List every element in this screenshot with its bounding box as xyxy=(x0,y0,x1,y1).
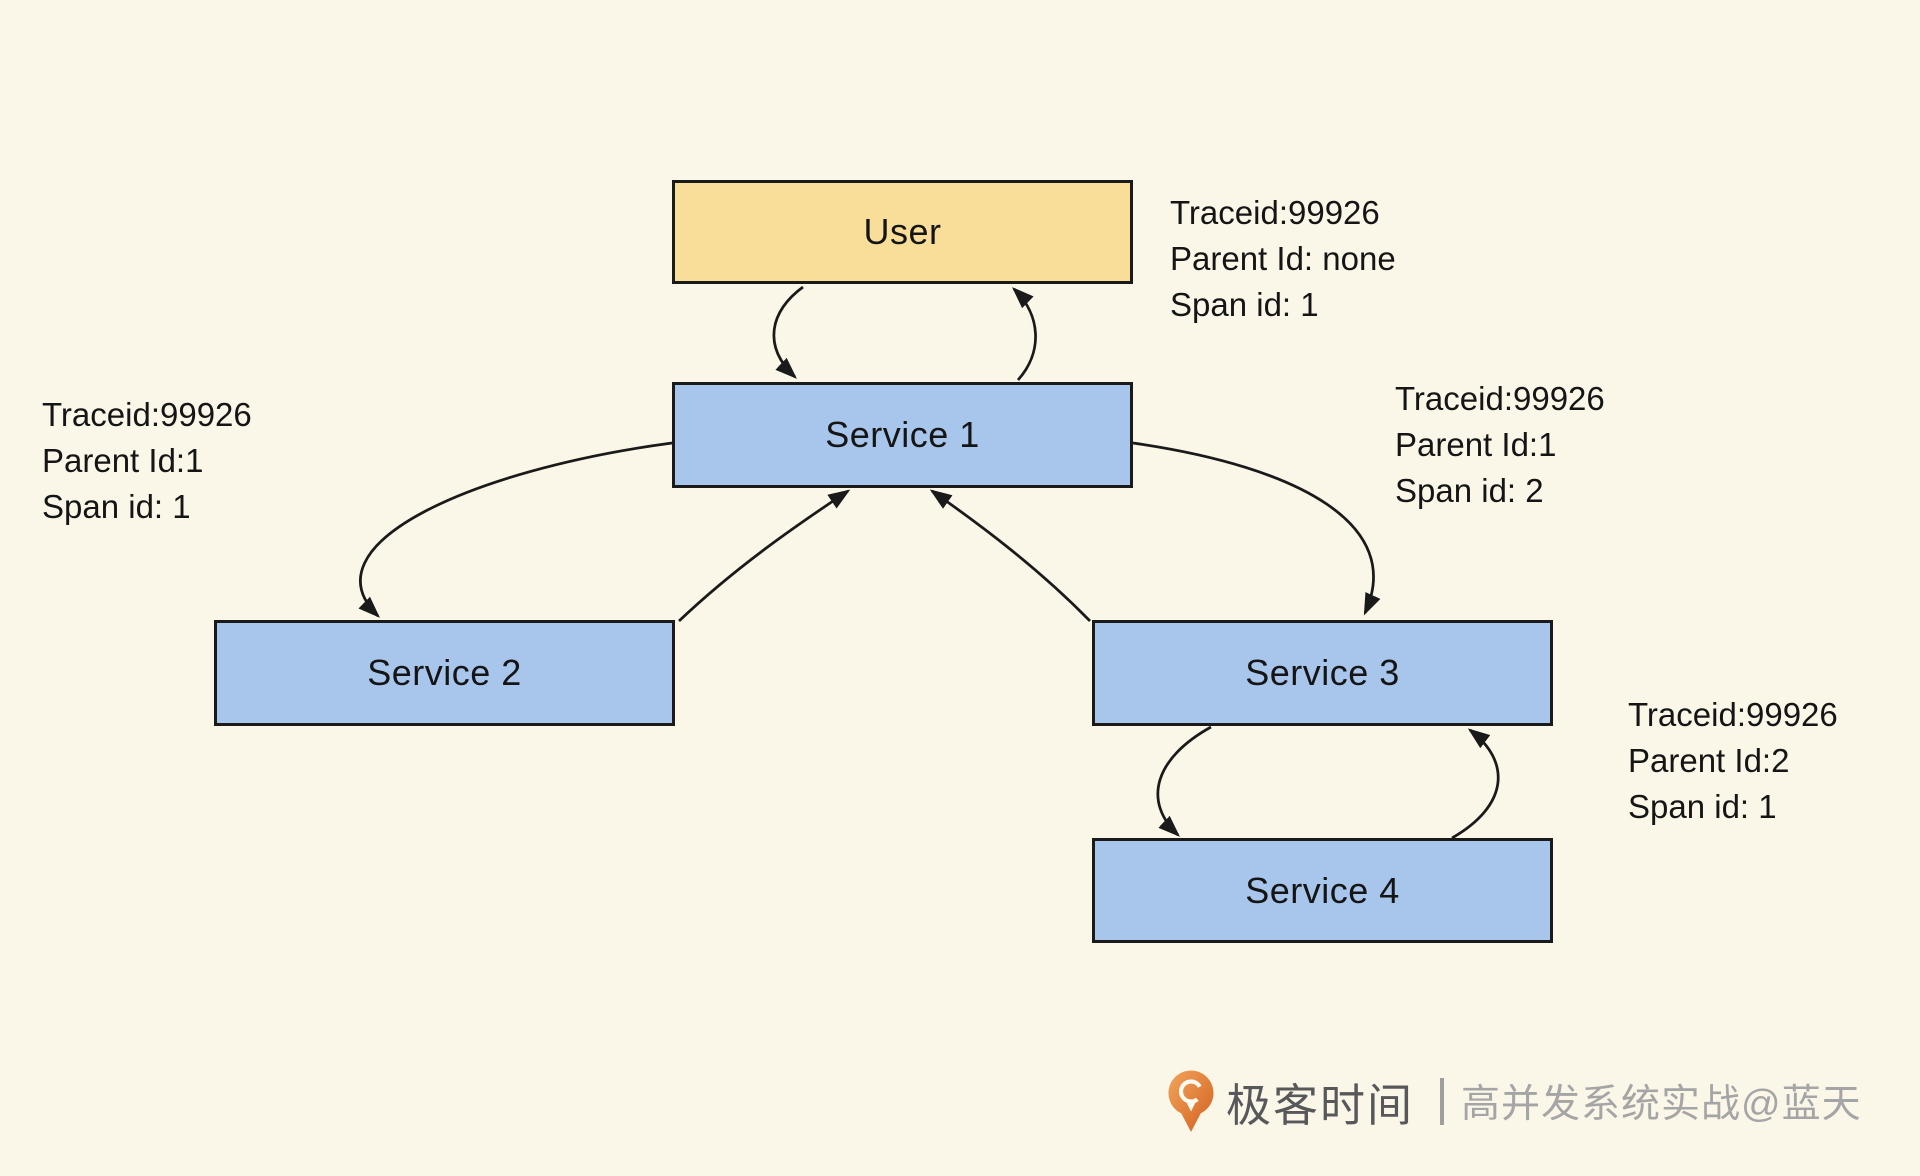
trace-line: Parent Id:1 xyxy=(1395,426,1557,463)
trace-line: Traceid:99926 xyxy=(1628,696,1838,733)
trace-line: Span id: 1 xyxy=(1170,286,1319,323)
watermark-credit: 高并发系统实战@蓝天 xyxy=(1461,1083,1862,1126)
node-service2-label: Service 2 xyxy=(367,652,522,693)
trace-line: Parent Id:1 xyxy=(42,442,204,479)
trace-line: Span id: 1 xyxy=(42,488,191,525)
annotation-user-trace: Traceid:99926 Parent Id: none Span id: 1 xyxy=(1170,190,1396,328)
watermark-separator xyxy=(1440,1077,1445,1125)
arrow-service2-to-service1 xyxy=(678,489,851,622)
arrow-service4-to-service3 xyxy=(1451,728,1500,840)
trace-line: Traceid:99926 xyxy=(42,396,252,433)
node-user-label: User xyxy=(863,211,942,252)
node-service4-label: Service 4 xyxy=(1245,869,1400,911)
watermark-brand: 极客时间 xyxy=(1226,1079,1415,1131)
node-service2: Service 2 xyxy=(214,620,675,726)
node-user: User xyxy=(672,180,1133,284)
trace-line: Traceid:99926 xyxy=(1395,380,1605,417)
arrow-service1-to-service2 xyxy=(358,441,673,618)
arrow-service1-to-service3 xyxy=(1132,441,1381,616)
node-service1: Service 1 xyxy=(672,382,1133,488)
node-service1-label: Service 1 xyxy=(825,414,980,455)
arrow-service3-to-service4 xyxy=(1156,725,1212,837)
watermark: 极客时间 高并发系统实战@蓝天 xyxy=(1168,1068,1862,1134)
node-service3: Service 3 xyxy=(1092,620,1553,726)
trace-line: Parent Id:2 xyxy=(1628,742,1790,779)
trace-line: Span id: 2 xyxy=(1395,472,1544,509)
node-service3-label: Service 3 xyxy=(1245,652,1400,693)
geektime-logo-icon xyxy=(1168,1070,1214,1132)
trace-line: Traceid:99926 xyxy=(1170,194,1380,231)
node-service4: Service 4 xyxy=(1092,838,1553,943)
annotation-service3-trace: Traceid:99926 Parent Id:1 Span id: 2 xyxy=(1395,376,1605,514)
arrow-user-to-service1 xyxy=(772,285,804,379)
annotation-service4-trace: Traceid:99926 Parent Id:2 Span id: 1 xyxy=(1628,692,1838,830)
trace-line: Span id: 1 xyxy=(1628,788,1777,825)
trace-line: Parent Id: none xyxy=(1170,240,1396,277)
arrow-service1-to-user xyxy=(1012,287,1037,381)
arrow-service3-to-service1 xyxy=(929,489,1091,622)
annotation-service2-trace: Traceid:99926 Parent Id:1 Span id: 1 xyxy=(42,392,252,530)
